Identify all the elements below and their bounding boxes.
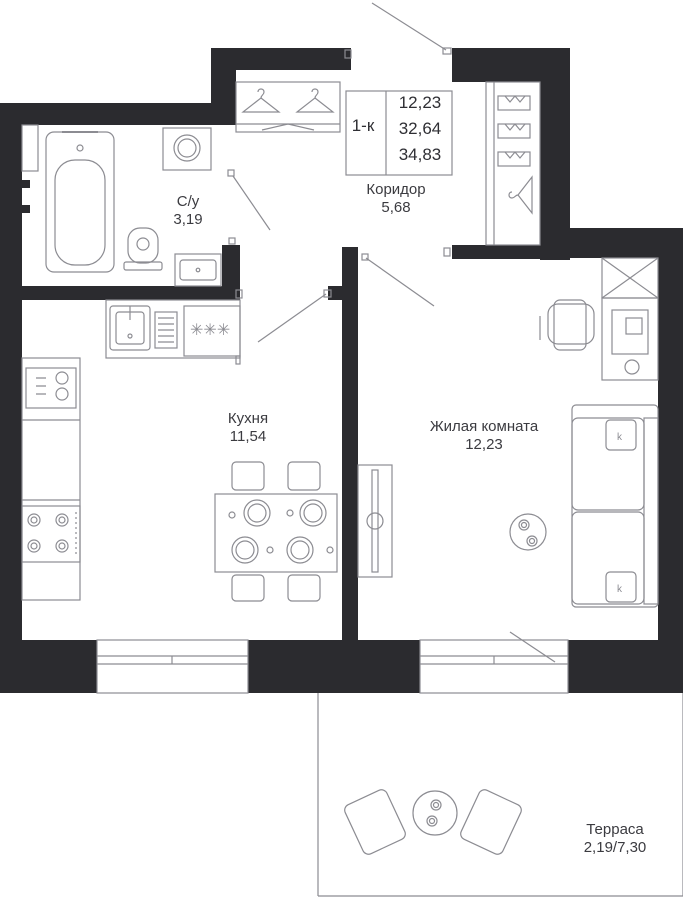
- tv-stand-icon: [357, 464, 393, 578]
- kitchen-window: [96, 639, 249, 694]
- dining-table-icon: [214, 461, 338, 602]
- toilet-icon: [123, 227, 163, 271]
- area-values: 12,23 32,64 34,83: [387, 90, 453, 168]
- sofa-icon: k k: [571, 404, 659, 608]
- wall-left-outer: [0, 103, 22, 693]
- vent-square-2: [22, 205, 30, 213]
- wall-top-left: [0, 103, 236, 125]
- room-area: 3,19: [173, 211, 203, 228]
- shelf-items: [497, 95, 531, 167]
- terrace-chair-left-icon: [344, 789, 406, 855]
- room-label-corridor: Коридор 5,68: [350, 181, 442, 217]
- living-fixtures: k k: [357, 257, 659, 663]
- wall-bottom-left: [0, 640, 97, 693]
- bathtub-icon: [45, 131, 115, 273]
- vent-square-1: [22, 180, 30, 188]
- room-name: Коридор: [366, 181, 426, 198]
- area-box-frame: [345, 90, 453, 176]
- room-area: 11,54: [229, 428, 267, 445]
- apartment-type: 1-к: [351, 116, 375, 135]
- wall-corridor-bottom: [452, 245, 570, 259]
- stove-icon: [21, 505, 81, 563]
- room-label-terrace: Терраса 2,19/7,30: [570, 821, 660, 857]
- washing-machine-icon: [162, 127, 212, 171]
- wall-living-left: [342, 247, 358, 640]
- room-area: 2,19/7,30: [583, 839, 647, 856]
- room-name: Жилая комната: [429, 418, 539, 435]
- terrace-chair-right-icon: [460, 789, 522, 855]
- wardrobe-right: [485, 81, 541, 246]
- living-area-value: 12,23: [398, 93, 442, 112]
- walls: [0, 48, 683, 693]
- entrance-door-leaf: [371, 2, 447, 51]
- room-area: 5,68: [381, 199, 411, 216]
- corridor-fixtures: [235, 2, 541, 343]
- wall-bottom-right: [568, 640, 683, 693]
- room-label-living: Жилая комната 12,23: [416, 418, 552, 454]
- svg-text:k: k: [617, 584, 623, 595]
- kitchen-fixtures: ✳✳✳: [21, 299, 338, 602]
- kitchen-door-leaf: [257, 293, 327, 343]
- room-name: С/у: [176, 193, 200, 210]
- room-name: Кухня: [227, 410, 269, 427]
- bath-door-jamb: [227, 169, 235, 177]
- living-door-leaf: [365, 257, 435, 307]
- wall-bath-right: [222, 245, 240, 300]
- wardrobe-top: [235, 81, 341, 133]
- svg-text:k: k: [617, 432, 623, 443]
- dishwasher-icon: [25, 367, 77, 409]
- terrace: [317, 693, 683, 897]
- hanger-vertical-icon: [508, 175, 533, 215]
- wall-top-stub: [211, 48, 351, 70]
- room-area: 12,23: [465, 436, 503, 453]
- wall-right-side: [658, 228, 683, 693]
- wall-right-upper: [540, 48, 570, 260]
- wall-bath-bottom: [0, 286, 240, 300]
- four-burner-cooktop-icon: ✳✳✳: [183, 305, 241, 357]
- vent-shaft: [21, 124, 39, 172]
- room-label-bathroom: С/у 3,19: [160, 193, 216, 229]
- room-name: Терраса: [586, 821, 644, 838]
- counter-left: [21, 357, 81, 601]
- bath-door-leaf: [232, 175, 271, 231]
- bathroom-fixtures: [21, 124, 271, 287]
- total-with-terrace-value: 34,83: [398, 145, 442, 164]
- svg-text:✳✳✳: ✳✳✳: [190, 322, 230, 339]
- living-window: [419, 639, 569, 694]
- desk-with-chair-icon: [539, 257, 659, 381]
- coffee-table-icon: [509, 513, 547, 551]
- area-summary: 1-к 12,23 32,64 34,83: [343, 90, 453, 176]
- coat-hanger-icon: [241, 88, 335, 113]
- room-label-kitchen: Кухня 11,54: [212, 410, 284, 446]
- kitchen-sink-icon: [109, 305, 178, 351]
- balcony-door-leaf: [509, 631, 556, 663]
- windows: [96, 639, 569, 694]
- wall-bottom-mid: [248, 640, 420, 693]
- wall-kitchen-doorpost: [328, 286, 358, 300]
- bath-sink-icon: [174, 253, 222, 287]
- total-area-value: 32,64: [398, 119, 442, 138]
- terrace-table-icon: [412, 790, 458, 836]
